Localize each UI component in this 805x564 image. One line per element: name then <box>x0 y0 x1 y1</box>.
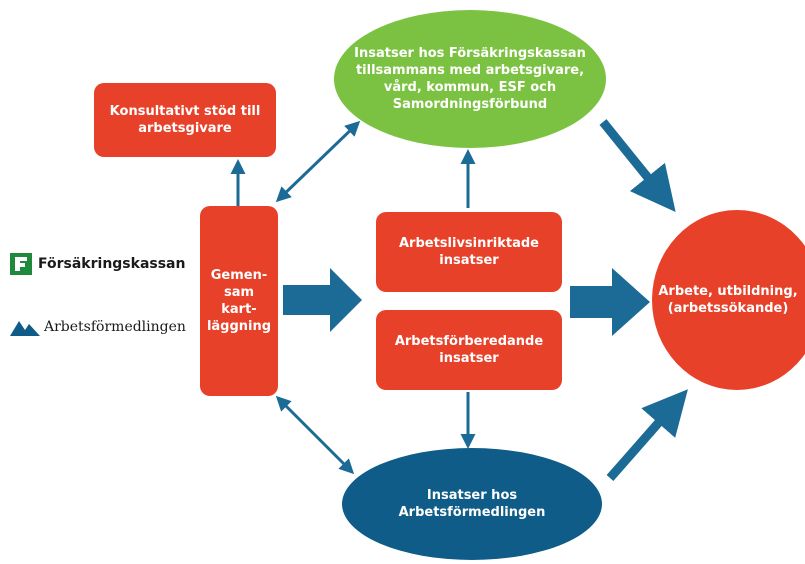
big-arrow-to-center <box>283 268 362 332</box>
arrow-gemensam-insatser-af <box>275 395 355 475</box>
arbetslivsinriktade-label: Arbetslivsinriktade insatser <box>398 236 539 268</box>
big-arrow-to-arbete <box>570 268 650 336</box>
insatser-forsakringskassan-label: Insatser hos Försäkringskassan tillsamma… <box>354 46 586 112</box>
forsakringskassan-logo-text: Försäkringskassan <box>38 256 186 272</box>
insatser-arbetsformedlingen-node: Insatser hos Arbetsförmedlingen <box>342 448 602 560</box>
insatser-forsakringskassan-node: Insatser hos Försäkringskassan tillsamma… <box>334 10 606 148</box>
arbetsforberedande-label: Arbetsförberedande insatser <box>394 334 544 366</box>
arbetsformedlingen-logo-icon <box>10 321 40 336</box>
arrow-insatser-af-to-arbete <box>606 389 688 481</box>
konsultativt-label: Konsultativt stöd till arbetsgivare <box>109 104 261 136</box>
arbete-utbildning-label: Arbete, utbildning, (arbetssökande) <box>658 284 798 316</box>
arrow-gemensam-insatser-fk <box>275 120 361 203</box>
arbete-utbildning-node: Arbete, utbildning, (arbetssökande) <box>652 210 805 390</box>
gemensam-kartlaggning-label: Gemen- sam kart- läggning <box>206 268 272 334</box>
forsakringskassan-logo-icon <box>10 253 32 275</box>
arbetsforberedande-node: Arbetsförberedande insatser <box>376 310 562 390</box>
insatser-arbetsformedlingen-label: Insatser hos Arbetsförmedlingen <box>398 488 546 520</box>
arbetslivsinriktade-node: Arbetslivsinriktade insatser <box>376 212 562 292</box>
arrow-insatser-fk-to-arbete <box>599 119 676 213</box>
konsultativt-node: Konsultativt stöd till arbetsgivare <box>94 83 276 157</box>
gemensam-kartlaggning-node: Gemen- sam kart- läggning <box>200 206 278 396</box>
arbetsformedlingen-logo-text: Arbetsförmedlingen <box>44 319 186 335</box>
arbetsformedlingen-logo: Arbetsförmedlingen <box>10 315 186 339</box>
forsakringskassan-logo: Försäkringskassan <box>10 252 185 276</box>
